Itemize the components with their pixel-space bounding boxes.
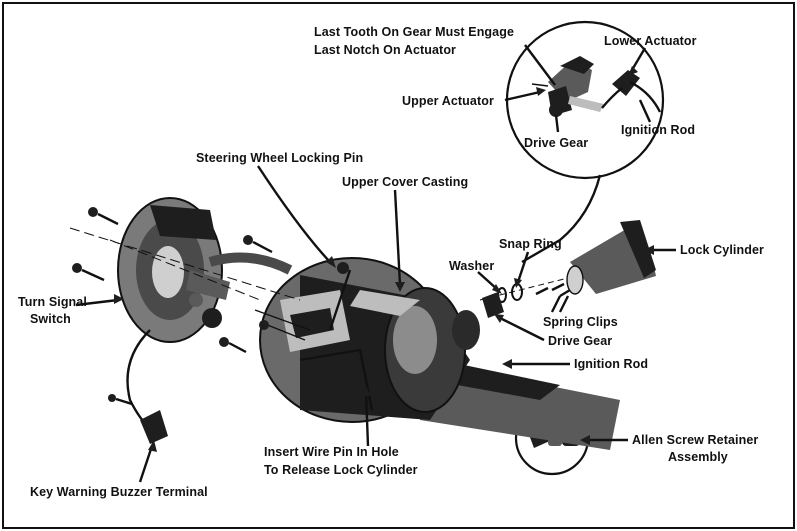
label-insert-wire: Insert Wire Pin In Hole xyxy=(264,445,399,459)
label-steering-wheel-locking-pin: Steering Wheel Locking Pin xyxy=(196,151,363,165)
screws xyxy=(72,207,273,406)
turn-signal-switch xyxy=(117,197,293,444)
label-last-tooth: Last Tooth On Gear Must Engage xyxy=(314,25,514,39)
label-lower-actuator: Lower Actuator xyxy=(604,34,697,48)
label-snap-ring: Snap Ring xyxy=(499,237,562,251)
label-allen-screw: Allen Screw Retainer xyxy=(632,433,758,447)
detail-circle-top xyxy=(505,20,665,180)
label-ignition-rod: Ignition Rod xyxy=(574,357,648,371)
label-drive-gear: Drive Gear xyxy=(548,334,612,348)
label-lock-cylinder: Lock Cylinder xyxy=(680,243,764,257)
label-washer: Washer xyxy=(449,259,494,273)
labels: Last Tooth On Gear Must Engage Last Notc… xyxy=(18,25,764,499)
label-upper-cover-casting: Upper Cover Casting xyxy=(342,175,468,189)
lock-cylinder-assembly xyxy=(482,220,656,318)
label-ignition-rod-top: Ignition Rod xyxy=(621,123,695,137)
steering-column xyxy=(254,257,620,450)
leader-lines xyxy=(75,44,676,483)
label-drive-gear-top: Drive Gear xyxy=(524,136,588,150)
label-spring-clips: Spring Clips xyxy=(543,315,618,329)
detail-stem xyxy=(521,174,602,264)
label-turn-signal: Turn Signal xyxy=(18,295,87,309)
label-upper-actuator: Upper Actuator xyxy=(402,94,494,108)
label-last-notch: Last Notch On Actuator xyxy=(314,43,456,57)
label-release-lock: To Release Lock Cylinder xyxy=(264,463,418,477)
label-key-warning: Key Warning Buzzer Terminal xyxy=(30,485,208,499)
label-assembly: Assembly xyxy=(668,450,728,464)
label-switch: Switch xyxy=(30,312,71,326)
